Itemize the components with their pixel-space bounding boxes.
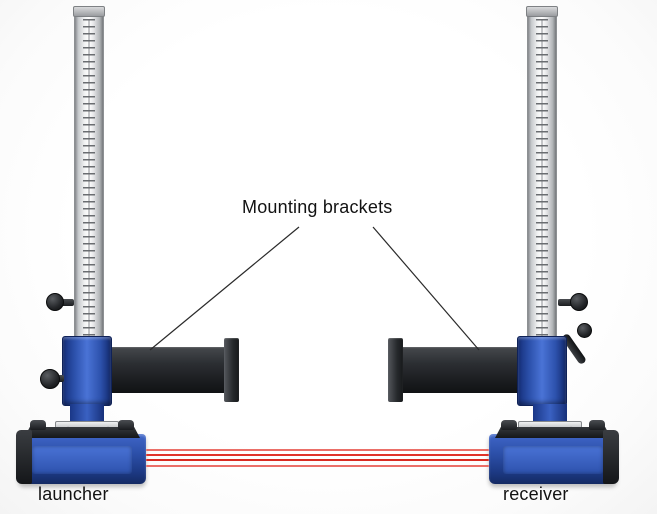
receiver-post-stem	[533, 404, 567, 424]
launcher-label: launcher	[38, 484, 109, 504]
laser-beam	[146, 454, 489, 456]
laser-beam	[146, 465, 489, 467]
receiver-lever-knob-icon	[577, 323, 592, 338]
receiver-base	[489, 420, 619, 484]
leader-line-left	[149, 226, 300, 351]
laser-beam	[146, 459, 489, 461]
receiver-base-knob-icon	[589, 420, 605, 430]
launcher-carriage	[62, 336, 112, 406]
receiver-scale-column	[526, 6, 558, 348]
launcher-bracket-flange	[224, 338, 239, 402]
receiver-mounting-bracket	[400, 347, 518, 393]
receiver-bracket-flange	[388, 338, 403, 402]
launcher-column-cap	[73, 6, 105, 17]
receiver-base-endcap	[603, 430, 619, 484]
leader-line-right	[372, 226, 480, 351]
launcher-scale-column	[73, 6, 105, 348]
receiver-column-cap	[526, 6, 558, 17]
receiver-clamp-knob-icon	[570, 293, 588, 311]
launcher-post-stem	[70, 404, 104, 424]
launcher-carriage-knob-icon	[40, 369, 60, 389]
launcher-base-knob-icon	[30, 420, 46, 430]
launcher-base-panel	[32, 446, 132, 474]
receiver-base-panel	[503, 446, 603, 474]
receiver-ruler-scale	[536, 19, 548, 341]
launcher-ruler-scale	[83, 19, 95, 341]
laser-beams	[146, 448, 489, 470]
receiver-label: receiver	[503, 484, 569, 504]
receiver-base-top	[495, 427, 611, 438]
receiver-clamp-stem	[558, 299, 574, 306]
launcher-clamp-stem	[58, 299, 74, 306]
launcher-base	[16, 420, 146, 484]
laser-beam	[146, 449, 489, 451]
launcher-mounting-bracket	[108, 347, 226, 393]
receiver-base-knob-icon	[501, 420, 517, 430]
launcher-clamp-knob-icon	[46, 293, 64, 311]
launcher-base-knob-icon	[118, 420, 134, 430]
mounting-brackets-label: Mounting brackets	[242, 197, 393, 217]
launcher-base-top	[24, 427, 140, 438]
receiver-carriage	[517, 336, 567, 406]
launcher-base-endcap	[16, 430, 32, 484]
